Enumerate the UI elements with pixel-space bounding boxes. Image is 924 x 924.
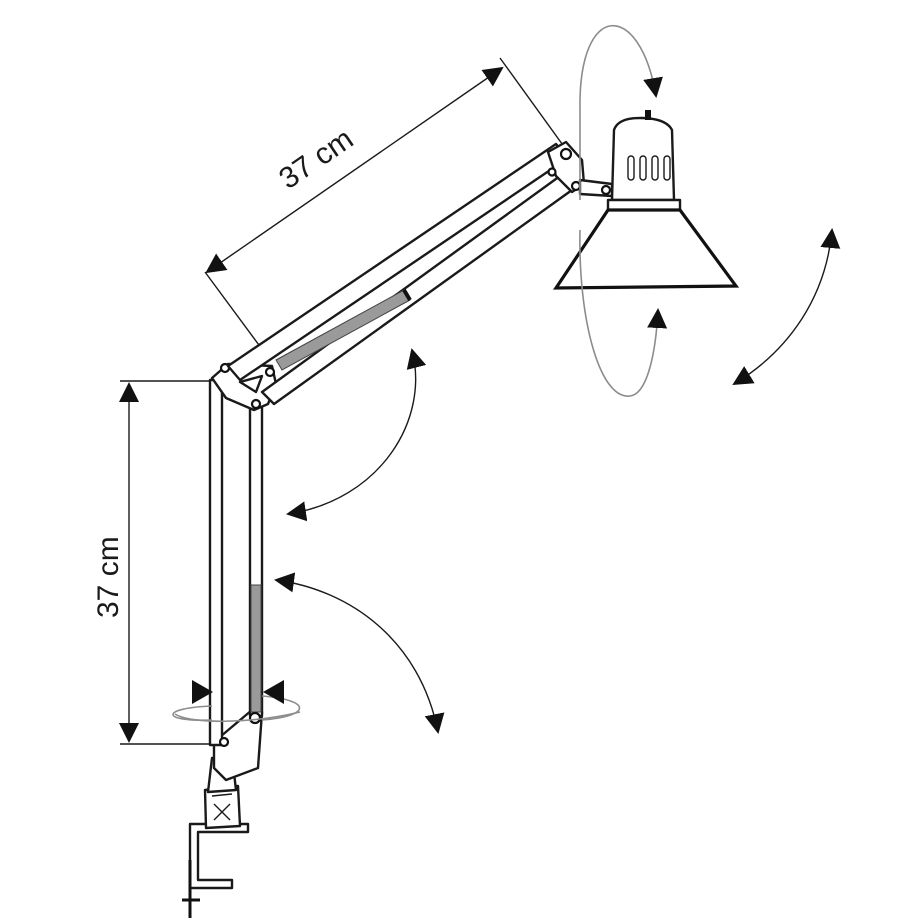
rotate-arrow-icon — [579, 24, 663, 200]
pivot-knob — [264, 366, 276, 378]
lower-arm-spring — [250, 584, 262, 713]
elbow-cutout — [238, 374, 264, 394]
lamp-shade — [552, 208, 740, 290]
lamp-housing — [610, 116, 676, 202]
lower-arm-dimension: 37 cm — [92, 380, 215, 745]
upper-arm-length-label: 37 cm — [273, 122, 359, 195]
pivot-knob — [559, 147, 573, 161]
swivel-ring-front — [174, 711, 301, 723]
pivot-knob — [218, 736, 230, 748]
vent-slot — [639, 155, 647, 181]
rotate-arrow-icon — [192, 680, 213, 704]
rotate-arrow-icon — [263, 680, 284, 704]
clamp-frame — [188, 822, 250, 890]
socket-detail — [211, 793, 233, 821]
base-rotation — [172, 680, 301, 723]
lower-arm — [208, 378, 264, 782]
extension-line — [499, 57, 566, 149]
lower-arm-length-label: 37 cm — [92, 536, 125, 618]
pivot-knob — [600, 184, 612, 196]
rotate-arrow-icon — [274, 572, 445, 734]
lamp-switch — [645, 110, 651, 120]
vent-slot — [651, 155, 659, 181]
upper-arm-rail-lower — [260, 174, 574, 406]
lamp-head — [552, 110, 740, 290]
spring-clip — [402, 288, 412, 302]
dimension-arrow-icon — [205, 66, 504, 274]
pivot-knob — [248, 711, 262, 725]
rotate-arrow-icon — [579, 229, 668, 397]
swivel-ring-left — [172, 705, 213, 721]
rotate-arrow-icon — [732, 228, 841, 386]
elbow-joint — [210, 362, 278, 412]
rotate-arrow-icon — [286, 348, 427, 522]
pivot-knob — [547, 167, 557, 177]
upper-arm-rail-upper — [226, 142, 570, 382]
head-rotation — [579, 24, 668, 397]
vent-slot — [627, 155, 635, 181]
vent-slot — [663, 155, 671, 181]
lower-arm-rail-front — [208, 378, 224, 747]
lamp-clamp — [182, 754, 250, 918]
pivot-knob — [250, 398, 262, 410]
